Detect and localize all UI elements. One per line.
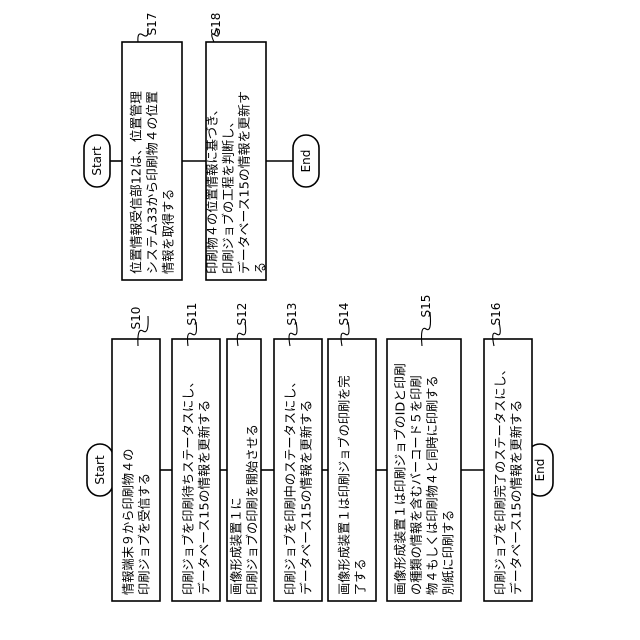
process-step-s16-text-line: 印刷ジョブを印刷完了のステータスにし、 xyxy=(493,363,508,595)
process-step-s17: 位置情報受信部12は、位置管理システム33から印刷物４の位置情報を取得する xyxy=(122,42,182,280)
process-step-s18: 印刷物４の位置情報に基づき、印刷ジョブの工程を判断し、データベース15の情報を更… xyxy=(205,42,268,280)
process-step-s11-text-line: データベース15の情報を更新する xyxy=(197,400,212,595)
start-terminal-left: Start xyxy=(87,444,113,496)
process-step-s17-text-line: 情報を取得する xyxy=(161,189,176,274)
start-terminal-right-label: Start xyxy=(90,146,104,176)
process-step-s16: 印刷ジョブを印刷完了のステータスにし、データベース15の情報を更新する xyxy=(484,339,532,601)
process-step-s15: 画像形成装置１は印刷ジョブのIDと印刷の種類の情報を含むバーコード５を印刷物４も… xyxy=(387,339,461,601)
process-step-s18-text-line: 印刷物４の位置情報に基づき、 xyxy=(205,103,220,274)
step-label-s17: S17 xyxy=(145,13,159,36)
process-step-s12: 画像形成装置１に印刷ジョブの印刷を開始させる xyxy=(227,339,261,601)
process-step-s13: 印刷ジョブを印刷中のステータスにし、データベース15の情報を更新する xyxy=(274,339,322,601)
process-step-s14-text-line: 了する xyxy=(353,558,368,595)
process-step-s13-text-line: データベース15の情報を更新する xyxy=(299,400,314,595)
step-label-s13: S13 xyxy=(285,303,299,326)
process-step-s10-text-line: 印刷ジョブを受信する xyxy=(137,473,152,595)
process-step-s12-text-line: 画像形成装置１に xyxy=(229,497,244,595)
process-step-s17-text-line: システム33から印刷物４の位置 xyxy=(145,91,160,274)
start-terminal-right: Start xyxy=(84,135,110,187)
step-label-s16: S16 xyxy=(489,303,503,326)
process-step-s15-text-line: 画像形成装置１は印刷ジョブのIDと印刷 xyxy=(393,363,408,595)
process-step-s11: 印刷ジョブを印刷待ちステータスにし、データベース15の情報を更新する xyxy=(172,339,220,601)
process-step-s18-text-line: る xyxy=(253,262,268,274)
start-terminal-left-label: Start xyxy=(93,455,107,485)
step-label-s15: S15 xyxy=(419,295,433,318)
process-step-s16-text-line: データベース15の情報を更新する xyxy=(509,400,524,595)
process-step-s14: 画像形成装置１は印刷ジョブの印刷を完了する xyxy=(328,339,376,601)
process-step-s18-text-line: データベース15の情報を更新す xyxy=(237,91,252,274)
process-step-s14-text-line: 画像形成装置１は印刷ジョブの印刷を完 xyxy=(337,375,352,595)
end-terminal-left-label: End xyxy=(533,459,547,482)
step-label-s12: S12 xyxy=(235,303,249,326)
process-step-s15-text-line: 別紙に印刷する xyxy=(441,510,456,595)
step-label-s10: S10 xyxy=(129,307,143,330)
process-step-s17-text-line: 位置情報受信部12は、位置管理 xyxy=(129,91,144,274)
end-terminal-right: End xyxy=(293,135,319,187)
process-step-s15-text-line: の種類の情報を含むバーコード５を印刷 xyxy=(409,375,424,595)
end-terminal-right-label: End xyxy=(299,150,313,173)
step-label-s14: S14 xyxy=(337,303,351,326)
process-step-s15-text-line: 物４もしくは印刷物４と同時に印刷する xyxy=(425,375,440,595)
process-step-s13-text-line: 印刷ジョブを印刷中のステータスにし、 xyxy=(283,375,298,595)
step-label-s11: S11 xyxy=(185,303,199,326)
process-step-s11-text-line: 印刷ジョブを印刷待ちステータスにし、 xyxy=(181,375,196,595)
process-step-s10: 情報端末９から印刷物４の印刷ジョブを受信する xyxy=(112,339,160,601)
process-step-s12-text-line: 印刷ジョブの印刷を開始させる xyxy=(245,424,260,595)
process-step-s10-text-line: 情報端末９から印刷物４の xyxy=(121,449,136,595)
step-label-s18: S18 xyxy=(209,13,223,36)
process-step-s18-text-line: 印刷ジョブの工程を判断し、 xyxy=(221,115,236,274)
